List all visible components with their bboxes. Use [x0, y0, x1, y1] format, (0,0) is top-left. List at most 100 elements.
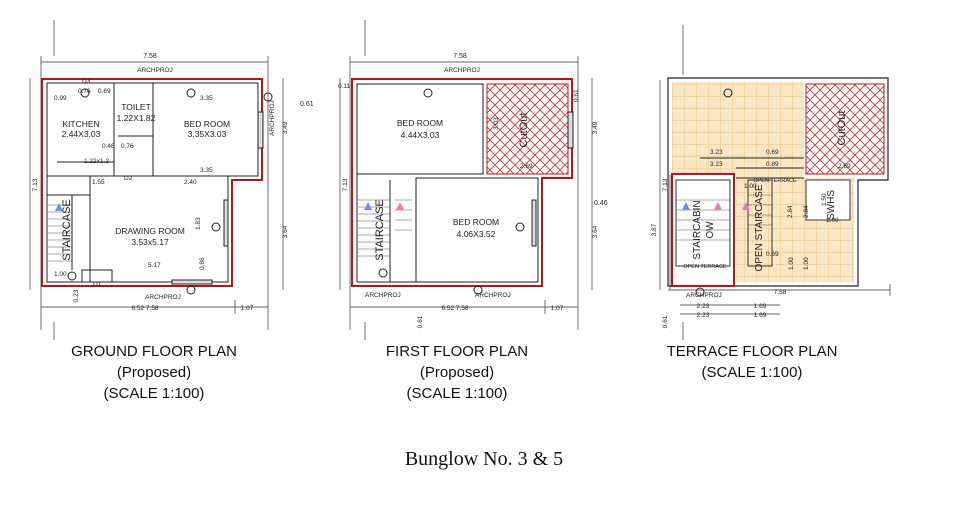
svg-text:1.00: 1.00	[788, 257, 795, 270]
ground-internal-walls	[46, 82, 264, 285]
svg-text:ARCHPROJ: ARCHPROJ	[686, 292, 722, 299]
svg-text:0.69: 0.69	[98, 88, 111, 95]
terrace-staircabin-label: STAIRCABIN	[692, 200, 703, 259]
terrace-down-arrow	[714, 202, 722, 210]
first-caption-title: FIRST FLOOR PLAN	[385, 343, 529, 360]
first-dim-right-bottom: 3.64	[592, 225, 599, 238]
terrace-swhs-label: SWHS	[826, 190, 837, 220]
ground-toilet-size: 1.22X1.82	[117, 113, 156, 123]
svg-text:2.84: 2.84	[803, 205, 810, 218]
ground-watermark-bottom: ARCHPROJ	[145, 294, 181, 301]
ground-drawing-size: 3.53x5.17	[131, 237, 169, 247]
ground-column-markers	[67, 88, 273, 295]
terrace-dim-left: 7.13	[662, 178, 669, 191]
ground-caption-scale: (SCALE 1:100)	[103, 385, 205, 402]
svg-text:0.11: 0.11	[338, 83, 351, 90]
ground-small-dims: D3 0.99 0.76 0.69 3.35 3.35 2.40 1.55 5.…	[54, 78, 276, 288]
first-up-arrow	[364, 202, 372, 210]
first-dim-bottom: 6.52 7.58	[441, 305, 468, 312]
first-watermark-top: ARCHPROJ	[444, 67, 480, 74]
ground-dim-right-top: 3.49	[282, 121, 289, 134]
svg-text:3.23: 3.23	[710, 149, 723, 156]
svg-text:3.23: 3.23	[710, 161, 723, 168]
first-cutout-label: CutOut	[518, 113, 530, 148]
first-cutout-hatch	[486, 83, 569, 175]
ground-bedroom-size: 3.35X3.03	[188, 129, 227, 139]
svg-text:1.00: 1.00	[744, 183, 757, 190]
ground-caption-status: (Proposed)	[116, 364, 192, 381]
terrace-dim-bottom-b: 1.69	[754, 303, 767, 310]
first-bedroom1-size: 4.44X3.03	[401, 130, 440, 140]
ground-toilet-name: TOILET	[121, 102, 151, 112]
ground-kitchen-name: KITCHEN	[62, 119, 99, 129]
ground-dim-top: 7.58	[143, 53, 157, 60]
terrace-parapet	[667, 77, 889, 287]
first-dim-bottom-right: 1.07	[551, 305, 564, 312]
svg-text:0.69: 0.69	[766, 149, 779, 156]
ground-dim-bottom-right: 1.07	[241, 305, 254, 312]
svg-text:D2: D2	[124, 175, 133, 182]
drawing-title: Bunglow No. 3 & 5	[404, 448, 564, 470]
terrace-floor-plan: 7.13 3.87 7.58 2.23 2.23 1.69 1.69 0.61	[651, 25, 891, 340]
svg-text:ARCHPROJ: ARCHPROJ	[475, 292, 511, 299]
first-dim-left: 7.13	[342, 178, 349, 191]
ground-dim-offset: 0.61	[300, 101, 314, 108]
svg-text:0.89: 0.89	[766, 161, 779, 168]
ground-staircase-name: STAIRCASE	[61, 199, 73, 261]
first-caption-scale: (SCALE 1:100)	[406, 385, 508, 402]
first-stair-treads	[358, 199, 412, 257]
ground-dim-left: 7.13	[32, 178, 39, 191]
svg-text:0.61: 0.61	[573, 89, 580, 102]
terrace-dim-top: 7.58	[774, 289, 787, 296]
ground-kitchen-size: 2.44X3.03	[62, 129, 101, 139]
terrace-up-arrow	[682, 202, 690, 210]
ground-drawing-name: DRAWING ROOM	[115, 226, 185, 236]
terrace-dim-bottom-left: 0.61	[662, 315, 669, 328]
svg-text:D3: D3	[82, 78, 91, 85]
first-bedroom2-size: 4.06X3.52	[457, 229, 496, 239]
first-bedroom2-name: BED ROOM	[453, 217, 499, 227]
terrace-small-dims: 3.23 3.23 0.69 0.89 2.69 2.84 2.84 1.50 …	[686, 149, 851, 299]
svg-text:3.03: 3.03	[493, 117, 500, 130]
terrace-ow-label: OW	[705, 221, 716, 239]
terrace-dim-left2: 3.87	[651, 223, 658, 236]
svg-text:ARCHPROJ: ARCHPROJ	[269, 100, 276, 136]
svg-text:1.55: 1.55	[92, 179, 105, 186]
terrace-cutout-hatch	[805, 83, 885, 175]
svg-text:0.46: 0.46	[102, 143, 115, 150]
svg-text:5.17: 5.17	[148, 262, 161, 269]
svg-text:2.69: 2.69	[838, 163, 851, 170]
svg-text:1.83: 1.83	[195, 217, 202, 230]
terrace-dim-bottom-b2: 1.69	[754, 312, 767, 319]
terrace-dim-bottom-a2: 2.23	[697, 312, 710, 319]
first-column-markers	[378, 88, 525, 295]
terrace-down-arrow-2	[742, 202, 750, 210]
svg-text:1.22x1.2: 1.22x1.2	[84, 158, 109, 165]
ground-dim-right-bottom: 3.64	[282, 225, 289, 238]
terrace-internal-lines	[675, 157, 851, 267]
svg-text:2.40: 2.40	[184, 179, 197, 186]
first-caption-status: (Proposed)	[419, 364, 495, 381]
ground-floor-plan: 7.58 ARCHPROJ 7.13 3.49 3.64 0.61 6.52 7…	[29, 20, 314, 340]
ground-outer-wall	[41, 78, 263, 287]
first-staircase-name: STAIRCASE	[374, 199, 386, 261]
svg-text:2.69: 2.69	[520, 163, 533, 170]
svg-text:1.00: 1.00	[826, 217, 839, 224]
svg-text:0.76: 0.76	[78, 88, 91, 95]
svg-text:0.86: 0.86	[199, 257, 206, 270]
terrace-caption-title: TERRACE FLOOR PLAN	[666, 343, 838, 360]
ground-bedroom-name: BED ROOM	[184, 119, 230, 129]
svg-text:0.76: 0.76	[121, 143, 134, 150]
first-dim-offset: 0.46	[594, 200, 608, 207]
ground-caption-title: GROUND FLOOR PLAN	[71, 343, 237, 360]
terrace-cutout-label: CutOut	[836, 111, 848, 146]
first-dim-right-top: 3.49	[592, 121, 599, 134]
svg-text:1.00: 1.00	[54, 271, 67, 278]
first-bedroom1-name: BED ROOM	[397, 118, 443, 128]
first-floor-plan: 7.58 ARCHPROJ 7.13 3.49 3.64 0.46 6.52 7…	[338, 20, 608, 340]
first-floor-caption: FIRST FLOOR PLAN (Proposed) (SCALE 1:100…	[357, 341, 557, 404]
svg-text:ARCHPROJ: ARCHPROJ	[365, 292, 401, 299]
terrace-open-terrace-label-2: OPEN TERRACE	[683, 264, 727, 270]
first-dimension-lines	[339, 20, 593, 340]
